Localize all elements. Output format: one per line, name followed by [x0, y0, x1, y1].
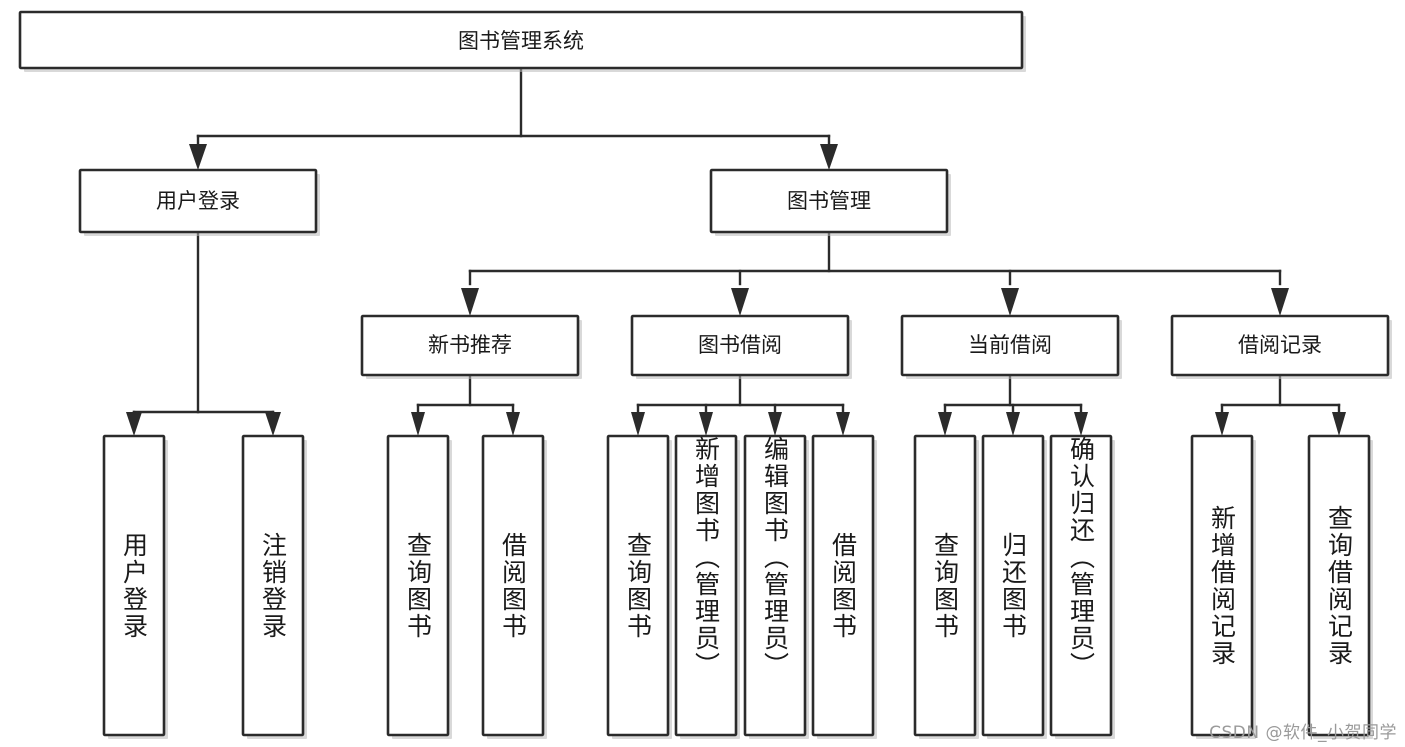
connector-group-new-book-recommend	[411, 373, 520, 436]
leaf-boxes-new-book-recommend	[386, 434, 547, 739]
leaf-box-borrow-book-2[interactable]	[811, 434, 875, 737]
node-root[interactable]: 图书管理系统	[18, 10, 1026, 72]
node-user-login[interactable]: 用户登录	[78, 168, 320, 236]
arrow-head-user-login	[189, 144, 207, 170]
leaf-box-logout-login[interactable]	[241, 434, 305, 737]
arrow-head-borrow-record	[1271, 288, 1289, 316]
connector-group-root	[189, 66, 838, 170]
leaf-boxes-borrow-record	[1190, 434, 1373, 739]
node-new-book-recommend-label: 新书推荐	[428, 333, 512, 357]
leaf-box-return-book[interactable]	[981, 434, 1045, 737]
leaf-box-query-book-2[interactable]	[606, 434, 670, 737]
arrow-head-new-book-recommend	[461, 288, 479, 316]
connector-group-borrow-record	[1215, 373, 1346, 436]
arrow-head-leaf-user-login	[126, 412, 142, 436]
node-borrow-record[interactable]: 借阅记录	[1170, 314, 1392, 379]
arrow-head-leaf-query-book-1	[411, 412, 425, 436]
node-book-manage[interactable]: 图书管理	[709, 168, 951, 236]
arrow-head-leaf-query-book-2	[631, 412, 645, 436]
arrow-head-leaf-confirm-return	[1074, 412, 1088, 436]
arrow-head-leaf-return-book	[1006, 412, 1020, 436]
leaf-box-user-login[interactable]	[102, 434, 166, 737]
node-new-book-recommend[interactable]: 新书推荐	[360, 314, 582, 379]
node-book-borrow[interactable]: 图书借阅	[630, 314, 852, 379]
leaf-box-query-record[interactable]	[1307, 434, 1371, 737]
arrow-head-leaf-query-record	[1332, 412, 1346, 436]
arrow-head-book-borrow	[731, 288, 749, 316]
node-current-borrow-label: 当前借阅	[968, 333, 1052, 357]
connector-group-book-borrow	[631, 373, 850, 436]
node-borrow-record-label: 借阅记录	[1238, 333, 1322, 357]
node-current-borrow[interactable]: 当前借阅	[900, 314, 1122, 379]
arrow-head-leaf-add-book	[699, 412, 713, 436]
arrow-head-book-manage	[820, 144, 838, 170]
watermark-text: CSDN @软件_小贺同学	[1209, 723, 1397, 743]
leaf-box-query-book-1[interactable]	[386, 434, 450, 737]
node-root-label: 图书管理系统	[458, 29, 584, 53]
node-book-manage-label: 图书管理	[787, 189, 871, 213]
connector-group-user-login	[126, 230, 281, 436]
leaf-box-add-book[interactable]	[674, 434, 738, 737]
leaf-boxes-current-borrow	[913, 434, 1115, 739]
leaf-boxes-user-login	[102, 434, 307, 739]
leaf-box-add-record[interactable]	[1190, 434, 1254, 737]
arrow-head-leaf-logout-login	[265, 412, 281, 436]
connector-group-current-borrow	[938, 373, 1088, 436]
arrow-head-leaf-add-record	[1215, 412, 1229, 436]
node-book-borrow-label: 图书借阅	[698, 333, 782, 357]
leaf-box-confirm-return[interactable]	[1049, 434, 1113, 737]
leaf-boxes-book-borrow	[606, 434, 877, 739]
arrow-head-current-borrow	[1001, 288, 1019, 316]
arrow-head-leaf-query-book-3	[938, 412, 952, 436]
arrow-head-leaf-borrow-book-1	[506, 412, 520, 436]
arrow-head-leaf-borrow-book-2	[836, 412, 850, 436]
node-user-login-label: 用户登录	[156, 189, 240, 213]
leaf-box-edit-book[interactable]	[743, 434, 807, 737]
leaf-box-query-book-3[interactable]	[913, 434, 977, 737]
arrow-head-leaf-edit-book	[768, 412, 782, 436]
connector-group-book-manage	[461, 230, 1289, 316]
leaf-box-borrow-book-1[interactable]	[481, 434, 545, 737]
